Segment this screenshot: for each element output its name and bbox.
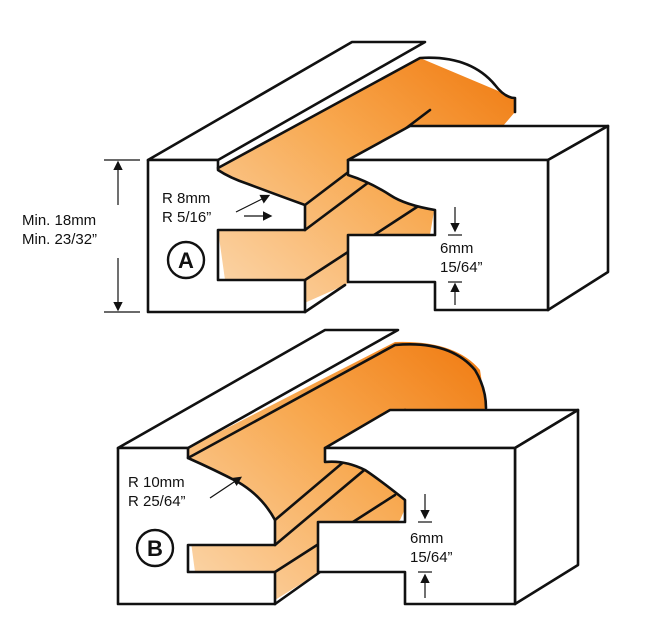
profile-b-radius-in: R 25/64” bbox=[128, 493, 186, 510]
profile-a-cove-outline bbox=[216, 56, 517, 170]
profile-b-cove-outline bbox=[186, 343, 488, 460]
profile-b-groove-edge bbox=[273, 408, 407, 606]
profile-a-badge bbox=[166, 240, 206, 280]
profile-b: R 10mm R 25/64” 6mm 15/64” B bbox=[116, 328, 580, 606]
profile-b-depth-mm: 6mm bbox=[410, 530, 443, 547]
profile-b-badge bbox=[135, 528, 175, 568]
profile-b-radius-mm: R 10mm bbox=[128, 474, 185, 491]
profile-a-right-board-side bbox=[546, 124, 610, 312]
profile-b-depth-in: 15/64” bbox=[410, 549, 453, 566]
thickness-in-label: Min. 23/32” bbox=[22, 231, 97, 248]
profile-b-badge-letter: B bbox=[147, 536, 163, 561]
profile-a-badge-letter: A bbox=[178, 248, 194, 273]
profile-a-depth-mm: 6mm bbox=[440, 240, 473, 257]
profile-a-depth-in: 15/64” bbox=[440, 259, 483, 276]
profile-b-right-board-front bbox=[316, 446, 517, 606]
profile-a-radius-in: R 5/16” bbox=[162, 209, 211, 226]
profile-a: Min. 18mm Min. 23/32” R 8mm R 5/16” 6mm … bbox=[22, 40, 610, 314]
thickness-mm-label: Min. 18mm bbox=[22, 212, 96, 229]
profile-a-radius-mm: R 8mm bbox=[162, 190, 210, 207]
